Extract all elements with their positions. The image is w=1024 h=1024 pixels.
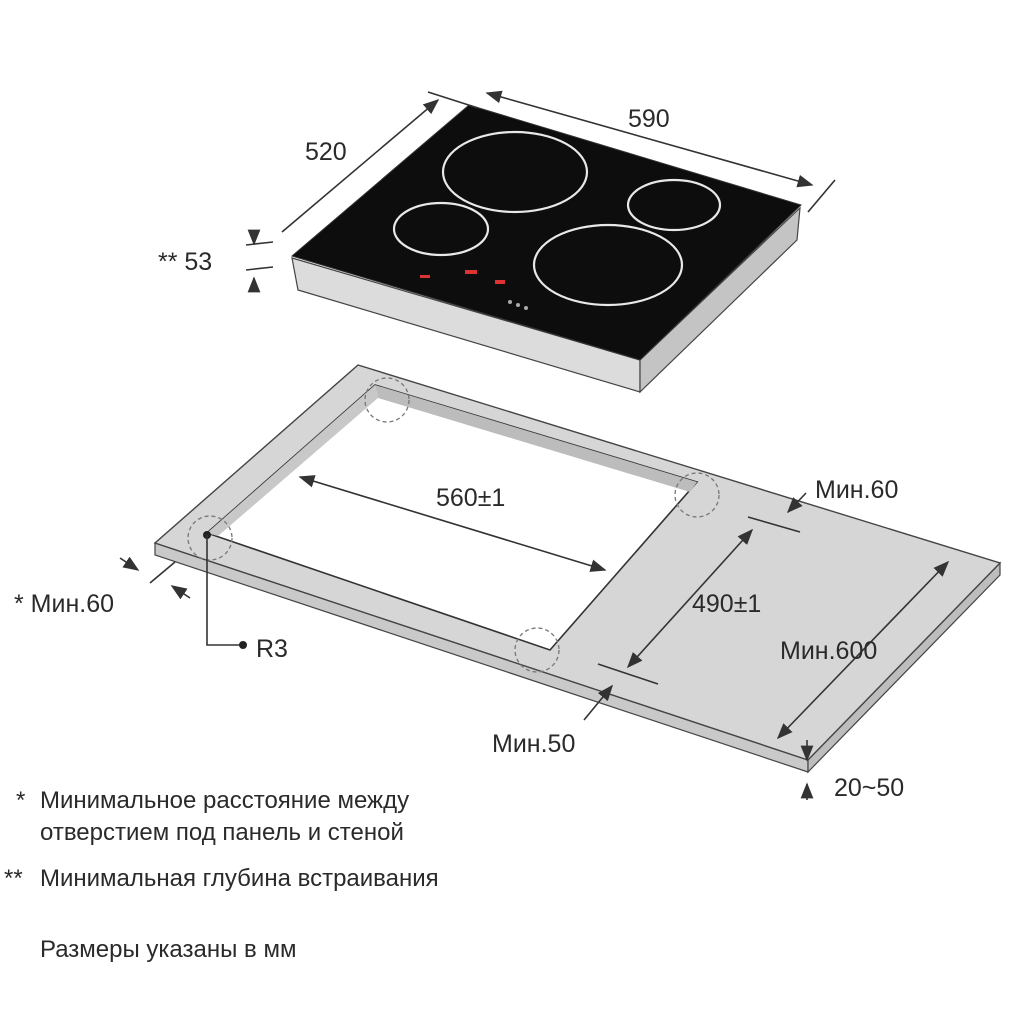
corner-radius-markers: [187, 377, 720, 673]
cooking-zone: [392, 201, 490, 257]
note-marker-1: *: [16, 787, 26, 814]
countertop: [153, 364, 1002, 774]
induction-hob: [290, 104, 802, 394]
dimension-lines: [119, 90, 950, 800]
width-label: 590: [628, 105, 670, 133]
control-panel: [420, 270, 528, 310]
min-back-label: Мин.60: [815, 476, 898, 504]
height-label: ** 53: [158, 248, 212, 276]
corner-radius-label: R3: [256, 635, 288, 663]
units-note: Размеры указаны в мм: [40, 936, 297, 963]
min-side-label: * Мин.60: [14, 590, 114, 618]
note-marker-2: **: [4, 865, 23, 892]
note-line-1b: отверстием под панель и стеной: [40, 819, 404, 846]
depth-label: 520: [305, 138, 347, 166]
cutout-width-label: 560±1: [436, 484, 505, 512]
cooking-zone: [532, 223, 684, 307]
counter-thickness-label: 20~50: [834, 774, 904, 802]
min-counter-depth-label: Мин.600: [780, 637, 877, 665]
cutout-depth-label: 490±1: [692, 590, 761, 618]
note-line-1a: Минимальное расстояние между: [40, 787, 410, 814]
note-line-2: Минимальная глубина встраивания: [40, 865, 439, 892]
min-front-label: Мин.50: [492, 730, 575, 758]
glass-top: [290, 104, 802, 361]
